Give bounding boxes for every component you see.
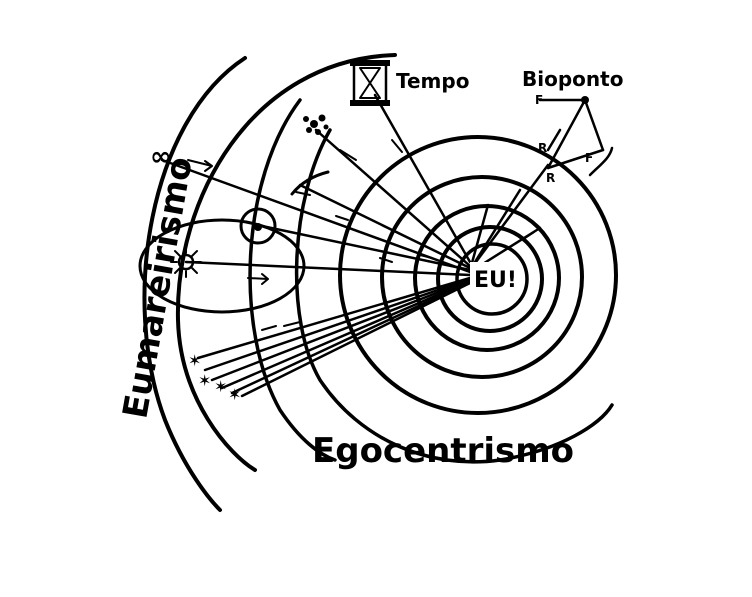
bioponto-f1: F (535, 93, 543, 107)
concentric-circles (338, 135, 618, 415)
bioponto-label: Bioponto (522, 67, 623, 91)
center-eu-label: EU! (474, 268, 517, 293)
outer-arc-3 (248, 98, 337, 462)
center-label-bg (470, 262, 518, 292)
hourglass-icon (350, 60, 390, 106)
cluster-icon (303, 114, 329, 135)
infinity-symbol: ∞ (150, 142, 172, 172)
egocentrismo-label: Egocentrismo (312, 431, 574, 471)
sun-orbit-ellipse (138, 218, 306, 314)
outer-arc-eumareirismo (142, 56, 247, 512)
bioponto-r2: R (546, 171, 555, 185)
svg-text:✶: ✶ (198, 371, 211, 390)
bioponto-point (581, 96, 589, 104)
tempo-label: Tempo (396, 69, 469, 93)
planet-orbit (239, 207, 277, 245)
comet-icon (290, 170, 330, 196)
svg-text:✶: ✶ (214, 377, 227, 396)
circle-ring-5 (455, 242, 529, 316)
bioponto-f2: F (585, 151, 593, 165)
bioponto-r1: R (538, 141, 547, 155)
svg-text:✶: ✶ (188, 351, 201, 370)
circle-ring-1 (338, 135, 618, 415)
bioponto-vectors (538, 98, 614, 177)
flow-arrows (187, 139, 535, 331)
planet-icon (254, 223, 262, 231)
circle-ring-4 (436, 225, 544, 333)
star-icon: ✶ ✶ ✶ ✶ (188, 351, 241, 404)
outer-arc-2 (175, 53, 397, 472)
outer-arc-4 (294, 128, 614, 464)
svg-text:✶: ✶ (228, 385, 241, 404)
circle-ring-2 (380, 175, 584, 379)
